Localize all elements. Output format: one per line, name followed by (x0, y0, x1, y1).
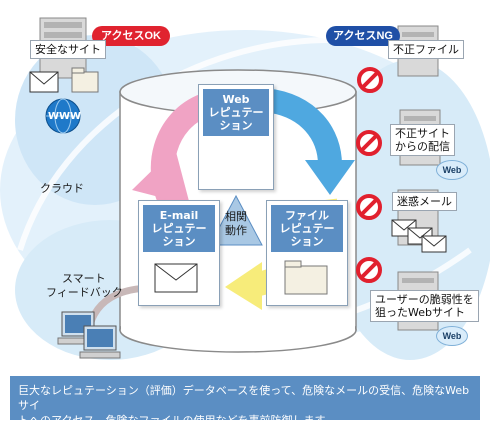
prohibit-icon (356, 257, 382, 283)
web-reputation-title: Web レピュテー ション (203, 89, 269, 136)
web-reputation-line-2: レピュテー (208, 106, 264, 119)
arrow-pink-head (132, 148, 190, 205)
arrow-blue-head (305, 160, 355, 195)
file-reputation-line-2: レピュテー (279, 222, 335, 235)
file-folder-icon (284, 260, 328, 295)
file-reputation-title: ファイル レピュテー ション (271, 205, 343, 252)
vuln-site-line-2: 狙ったWebサイト (375, 306, 465, 319)
arrow-yellow-head (225, 262, 262, 310)
bad-site-label: 不正サイト からの配信 (390, 124, 455, 156)
file-reputation-line-3: ション (290, 235, 324, 248)
file-reputation-line-1: ファイル (285, 209, 329, 222)
vuln-site-line-1: ユーザーの脆弱性を (375, 293, 474, 306)
email-reputation-line-3: ション (162, 235, 196, 248)
bad-file-label: 不正ファイル (388, 40, 464, 59)
bad-site-line-2: からの配信 (395, 140, 450, 153)
cloud-label: クラウド (40, 182, 84, 195)
web-reputation-line-1: Web (222, 93, 250, 106)
web-badge: Web (436, 326, 468, 346)
file-reputation-panel: ファイル レピュテー ション (266, 200, 348, 306)
smart-feedback-label-1: スマート (62, 272, 106, 285)
email-reputation-title: E-mail レピュテー ション (143, 205, 215, 252)
web-panel-www-label: WWW (220, 158, 254, 169)
email-reputation-panel: E-mail レピュテー ション (138, 200, 220, 306)
email-reputation-line-2: レピュテー (151, 222, 207, 235)
envelope-stack-icon (391, 219, 447, 253)
caption-line-1: 巨大なレピュテーション（評価）データベースを使って、危険なメールの受信、危険なW… (18, 384, 470, 412)
computer-icon (57, 311, 121, 359)
web-reputation-panel: Web レピュテー ション (198, 84, 274, 190)
caption-line-2: トへのアクセス、危険なファイルの使用などを事前防御します。 (18, 414, 336, 427)
access-ok-badge: アクセスOK (92, 26, 170, 46)
arrow-blue (263, 88, 342, 166)
web-badge: Web (436, 160, 468, 180)
email-reputation-line-1: E-mail (159, 209, 199, 222)
folder-icon (71, 67, 99, 93)
correlation-triangle (209, 194, 263, 246)
correlation-label-2: 動作 (225, 224, 247, 237)
prohibit-icon (356, 130, 382, 156)
bad-site-line-1: 不正サイト (395, 127, 450, 140)
email-envelope-icon (154, 263, 198, 293)
correlation-label-1: 相関 (225, 210, 247, 223)
envelope-icon (29, 71, 59, 93)
spam-label: 迷惑メール (392, 192, 457, 211)
globe-icon (45, 98, 81, 134)
vuln-site-label: ユーザーの脆弱性を 狙ったWebサイト (370, 290, 479, 322)
www-label: WWW (48, 111, 82, 122)
smart-feedback-label-2: フィードバック (46, 286, 123, 299)
web-reputation-line-3: ション (219, 119, 253, 132)
prohibit-icon (357, 67, 383, 93)
access-ng-badge: アクセスNG (326, 26, 400, 46)
caption-box: 巨大なレピュテーション（評価）データベースを使って、危険なメールの受信、危険なW… (10, 376, 480, 427)
safe-site-label: 安全なサイト (30, 40, 106, 59)
prohibit-icon (356, 194, 382, 220)
